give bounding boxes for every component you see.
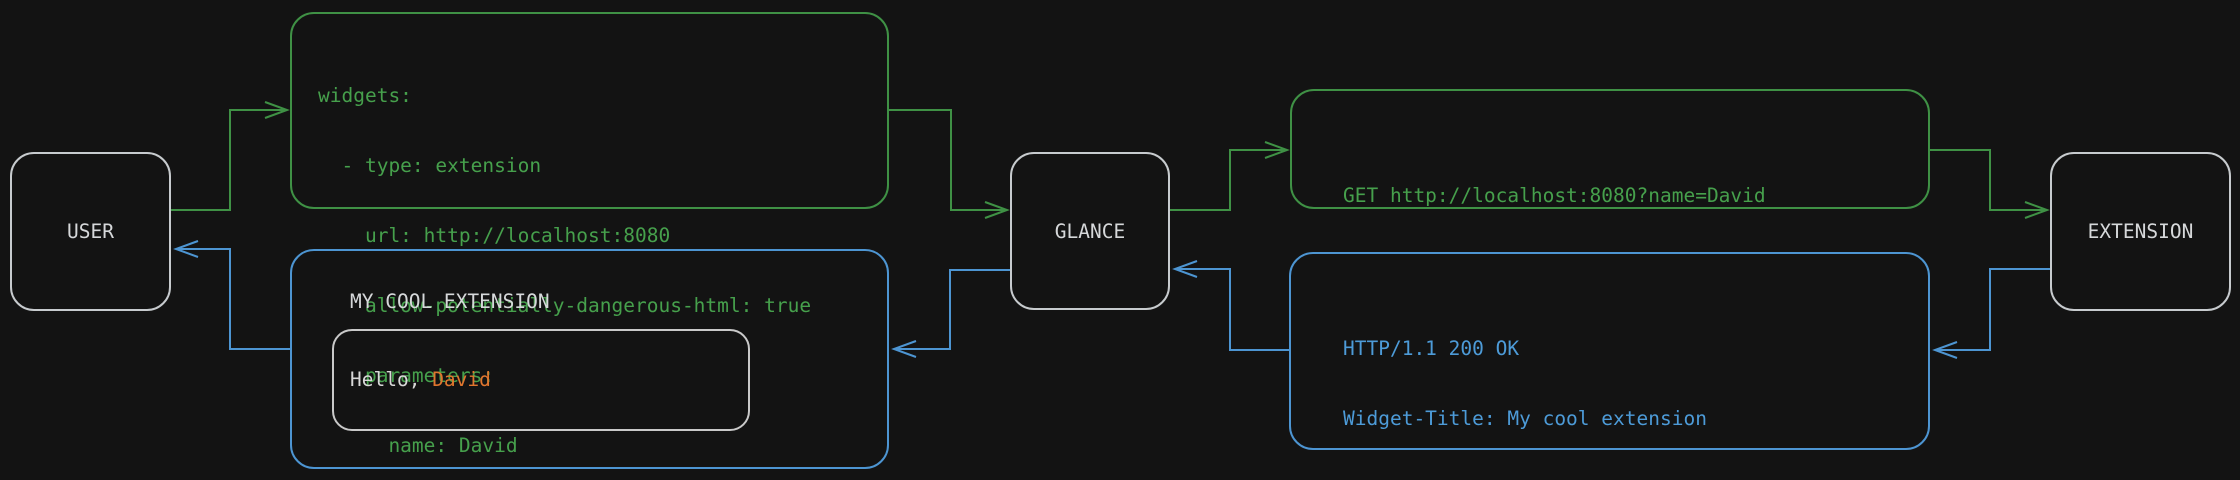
http-request-code: GET http://localhost:8080?name=David — [1343, 138, 1766, 254]
glance-node-label: GLANCE — [1054, 219, 1126, 243]
arrow-glance-to-request — [1170, 141, 1290, 211]
arrow-widget-to-user — [173, 240, 290, 350]
response-line: Widget-Content-Type: html — [1343, 477, 1895, 480]
config-line: - type: extension — [318, 154, 542, 177]
rendered-widget-box — [290, 249, 889, 469]
http-response-box — [1289, 252, 1930, 450]
glance-node: GLANCE — [1010, 152, 1170, 310]
config-line: name: David — [318, 434, 518, 457]
greeting-name: David — [432, 368, 491, 391]
arrow-response-to-glance — [1172, 260, 1289, 351]
http-request-box — [1290, 89, 1930, 209]
request-line: GET http://localhost:8080?name=David — [1343, 184, 1766, 207]
http-response-code: HTTP/1.1 200 OK Widget-Title: My cool ex… — [1343, 291, 1895, 480]
config-yaml-code: widgets: - type: extension url: http://l… — [318, 38, 811, 480]
arrow-glance-to-widget — [891, 269, 1010, 358]
user-node-label: USER — [67, 220, 114, 243]
greeting-text: Hello, David — [350, 368, 491, 392]
user-node: USER — [10, 152, 171, 311]
config-line: url: http://localhost:8080 — [318, 224, 671, 247]
extension-node: EXTENSION — [2050, 152, 2231, 311]
widget-title: MY COOL EXTENSION — [350, 290, 550, 313]
arrow-user-to-config — [171, 101, 290, 211]
arrow-extension-to-response — [1932, 268, 2050, 359]
arrow-request-to-extension — [1930, 149, 2050, 219]
response-line: Widget-Title: My cool extension — [1343, 407, 1707, 430]
greeting-prefix: Hello, — [350, 368, 433, 391]
response-line: HTTP/1.1 200 OK — [1343, 337, 1520, 360]
config-line: widgets: — [318, 84, 412, 107]
config-line: parameters: — [318, 364, 495, 387]
arrow-config-to-glance — [889, 109, 1010, 219]
extension-node-label: EXTENSION — [2087, 220, 2194, 243]
config-yaml-box — [290, 12, 889, 209]
widget-inner-box — [332, 329, 750, 431]
config-line: allow-potentially-dangerous-html: true — [318, 294, 812, 317]
